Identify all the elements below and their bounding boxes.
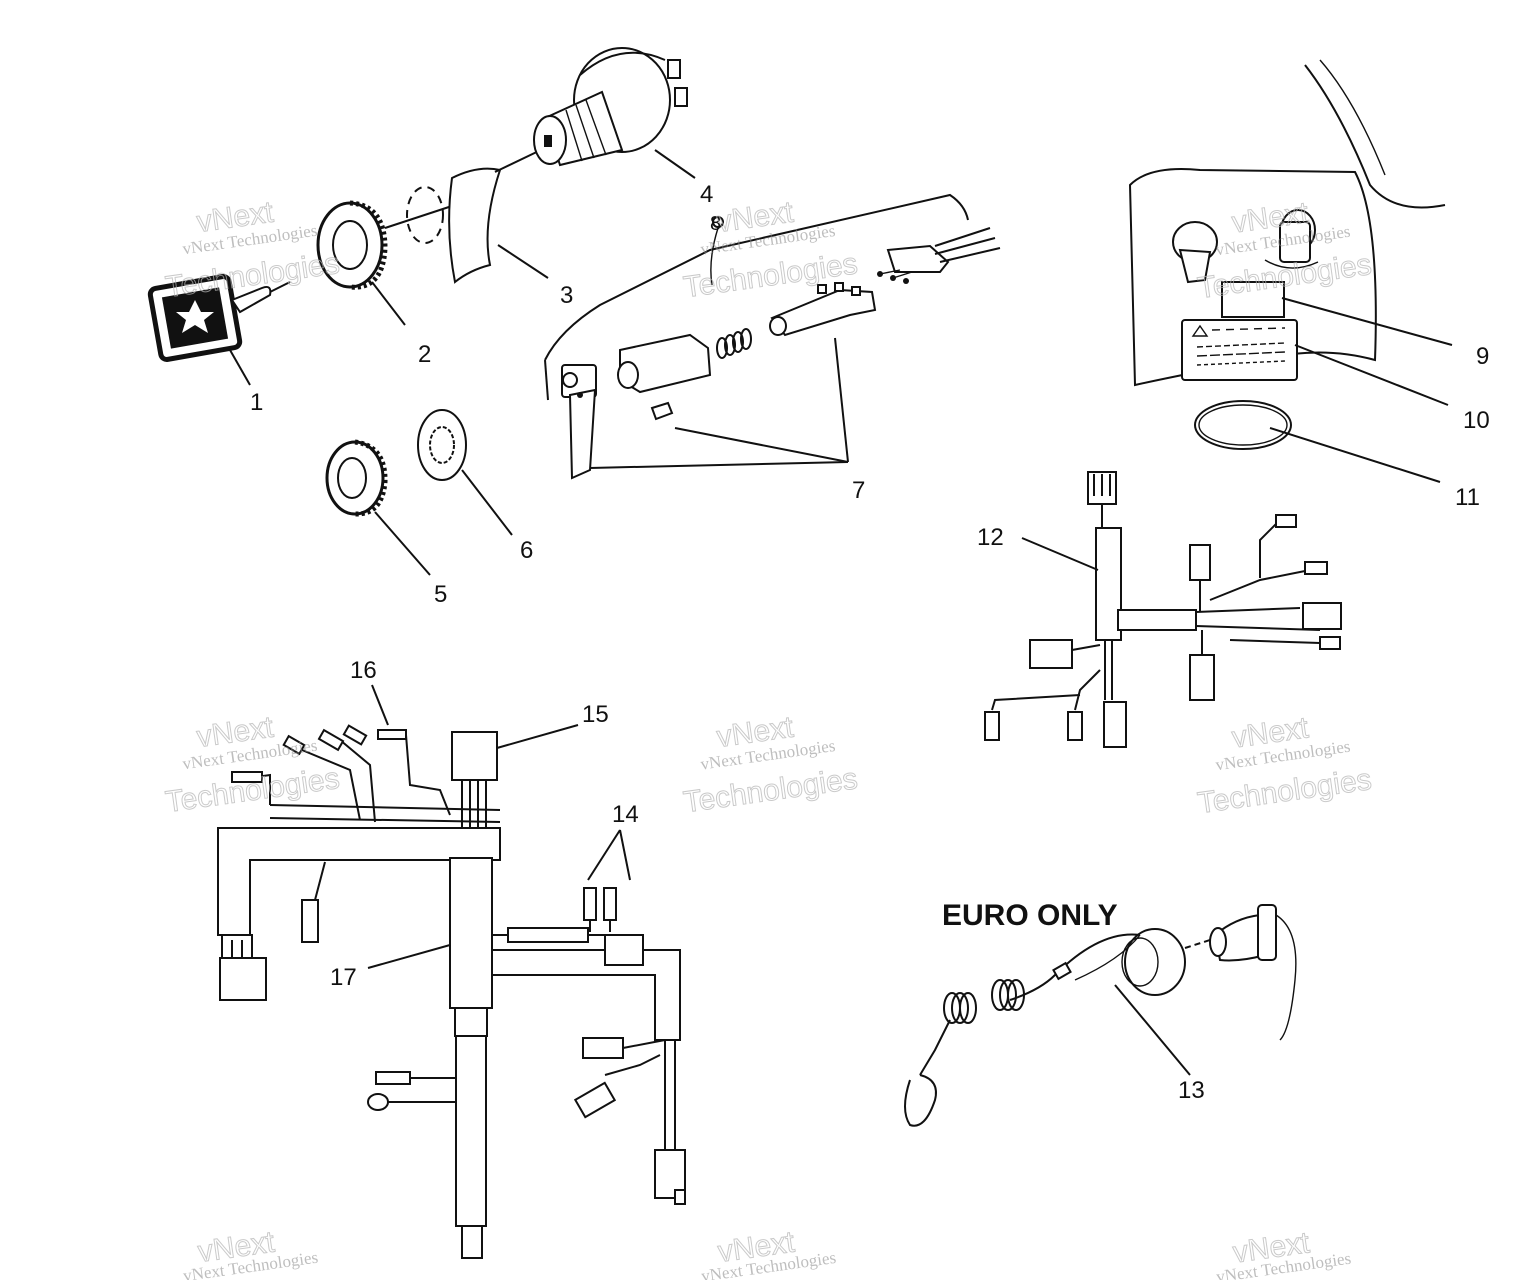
watermark-bl: vNext vNext Technologies [182,1225,319,1285]
part-13-tether [904,904,1297,1127]
main-harness-14-17 [217,684,686,1259]
callout-3: 3 [560,282,573,309]
part-12-harness [984,471,1342,748]
callout-labels: 1 2 3 4 5 6 7 8 9 10 11 12 13 14 15 16 1… [250,181,1490,1104]
watermark-bc: vNext vNext Technologies [700,1225,837,1285]
part-3-bezel [448,147,549,284]
callout-6: 6 [520,537,533,564]
part-1-key [147,274,291,386]
callout-15: 15 [582,701,609,728]
callout-4: 4 [700,181,713,208]
euro-only-label: EURO ONLY [942,899,1118,932]
callout-17: 17 [330,964,357,991]
callout-2: 2 [418,341,431,368]
callout-16: 16 [350,657,377,684]
part-7-switch-assembly [544,193,1001,480]
watermark-ml: vNext vNext Technologies Technologies [163,710,342,819]
dashed-washer [384,186,456,244]
callout-13: 13 [1178,1077,1205,1104]
part-4-ignition-switch [533,47,696,179]
callout-12: 12 [977,524,1004,551]
watermark-mc: vNext vNext Technologies Technologies [681,710,860,820]
callout-10: 10 [1463,407,1490,434]
watermark-tl: vNext vNext Technologies Technologies [163,195,342,304]
callout-14: 14 [612,801,639,828]
watermark-br: vNext vNext Technologies [1215,1226,1352,1285]
callout-9: 9 [1476,343,1489,370]
callout-7: 7 [852,477,865,504]
part-6-lockwasher [417,409,513,536]
watermark-mr: vNext vNext Technologies Technologies [1195,711,1374,821]
dash-panel-9-10-11 [1128,59,1453,483]
callout-5: 5 [434,581,447,608]
callout-8: 8 [710,213,721,235]
part-2-nut [316,200,406,326]
callout-11: 11 [1455,484,1480,511]
part-5-nut [325,439,431,576]
callout-1: 1 [250,389,263,416]
